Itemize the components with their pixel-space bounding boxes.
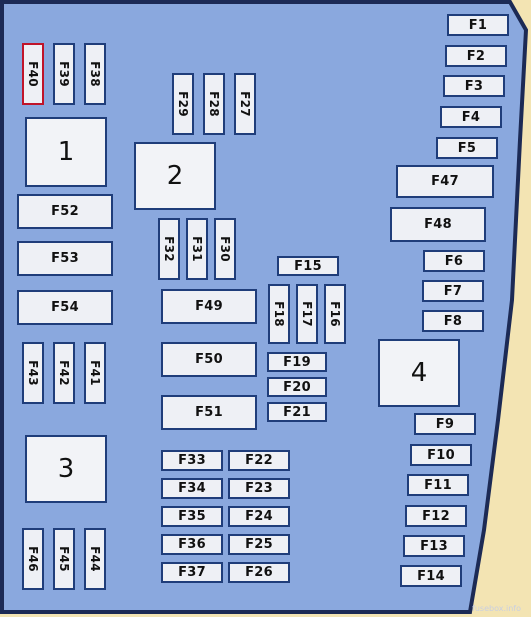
fuse-F44: F44 bbox=[84, 528, 106, 590]
fuse-F40-label: F40 bbox=[26, 61, 41, 87]
fuse-F31: F31 bbox=[186, 218, 208, 280]
fuse-F13: F13 bbox=[403, 535, 465, 557]
fuse-F42-label: F42 bbox=[57, 360, 72, 386]
fuse-F48: F48 bbox=[390, 207, 486, 242]
fuse-F50: F50 bbox=[161, 342, 257, 377]
fuse-F30: F30 bbox=[214, 218, 236, 280]
fuse-F46: F46 bbox=[22, 528, 44, 590]
fuse-F46-label: F46 bbox=[26, 546, 41, 572]
fuse-F9: F9 bbox=[414, 413, 476, 435]
fuse-F28-label: F28 bbox=[207, 91, 222, 117]
fuse-F11: F11 bbox=[407, 474, 469, 496]
fuse-F34: F34 bbox=[161, 478, 223, 499]
fuse-F41-label: F41 bbox=[88, 360, 103, 386]
fuse-F37: F37 bbox=[161, 562, 223, 583]
watermark: fusebox.info bbox=[472, 604, 521, 613]
fuse-F7: F7 bbox=[422, 280, 484, 302]
fuse-F1: F1 bbox=[447, 14, 509, 36]
fuse-F24: F24 bbox=[228, 506, 290, 527]
fuse-F49: F49 bbox=[161, 289, 257, 324]
fuse-F38-label: F38 bbox=[88, 61, 103, 87]
fuse-F16: F16 bbox=[324, 284, 346, 344]
fuse-F53: F53 bbox=[17, 241, 113, 276]
fuse-F29: F29 bbox=[172, 73, 194, 135]
fuse-F47: F47 bbox=[396, 165, 494, 198]
fuse-F22: F22 bbox=[228, 450, 290, 471]
fuse-F42: F42 bbox=[53, 342, 75, 404]
relay-1: 1 bbox=[25, 117, 107, 187]
fuse-F12: F12 bbox=[405, 505, 467, 527]
fuse-F19: F19 bbox=[267, 352, 327, 372]
fuse-F39: F39 bbox=[53, 43, 75, 105]
fuse-F43: F43 bbox=[22, 342, 44, 404]
fuse-F17-label: F17 bbox=[300, 301, 315, 327]
relay-4: 4 bbox=[378, 339, 460, 407]
fuse-F29-label: F29 bbox=[176, 91, 191, 117]
fuse-F15: F15 bbox=[277, 256, 339, 276]
fuse-F33: F33 bbox=[161, 450, 223, 471]
fuse-F30-label: F30 bbox=[218, 236, 233, 262]
fuse-F2: F2 bbox=[445, 45, 507, 67]
fuse-F8: F8 bbox=[422, 310, 484, 332]
fuse-F51: F51 bbox=[161, 395, 257, 430]
fuse-F16-label: F16 bbox=[328, 301, 343, 327]
fuse-F5: F5 bbox=[436, 137, 498, 159]
fuse-F18-label: F18 bbox=[272, 301, 287, 327]
fuse-F45: F45 bbox=[53, 528, 75, 590]
fuse-F40: F40 bbox=[22, 43, 44, 105]
fuse-F4: F4 bbox=[440, 106, 502, 128]
fuse-F44-label: F44 bbox=[88, 546, 103, 572]
relay-2: 2 bbox=[134, 142, 216, 210]
fuse-F54: F54 bbox=[17, 290, 113, 325]
fuse-F28: F28 bbox=[203, 73, 225, 135]
fuse-F38: F38 bbox=[84, 43, 106, 105]
fuse-F45-label: F45 bbox=[57, 546, 72, 572]
fuse-F31-label: F31 bbox=[190, 236, 205, 262]
fuse-F25: F25 bbox=[228, 534, 290, 555]
fuse-F32: F32 bbox=[158, 218, 180, 280]
fuse-F41: F41 bbox=[84, 342, 106, 404]
relay-3: 3 bbox=[25, 435, 107, 503]
fuse-F3: F3 bbox=[443, 75, 505, 97]
fuse-F26: F26 bbox=[228, 562, 290, 583]
fuse-F27: F27 bbox=[234, 73, 256, 135]
fuse-F20: F20 bbox=[267, 377, 327, 397]
fuse-F23: F23 bbox=[228, 478, 290, 499]
fuse-F52: F52 bbox=[17, 194, 113, 229]
fuse-F17: F17 bbox=[296, 284, 318, 344]
fuse-F6: F6 bbox=[423, 250, 485, 272]
fuse-F14: F14 bbox=[400, 565, 462, 587]
fuse-F21: F21 bbox=[267, 402, 327, 422]
fuse-F36: F36 bbox=[161, 534, 223, 555]
fuse-F27-label: F27 bbox=[238, 91, 253, 117]
fuse-F10: F10 bbox=[410, 444, 472, 466]
fuse-F43-label: F43 bbox=[26, 360, 41, 386]
fuse-F35: F35 bbox=[161, 506, 223, 527]
fuse-F39-label: F39 bbox=[57, 61, 72, 87]
fuse-F32-label: F32 bbox=[162, 236, 177, 262]
fuse-F18: F18 bbox=[268, 284, 290, 344]
